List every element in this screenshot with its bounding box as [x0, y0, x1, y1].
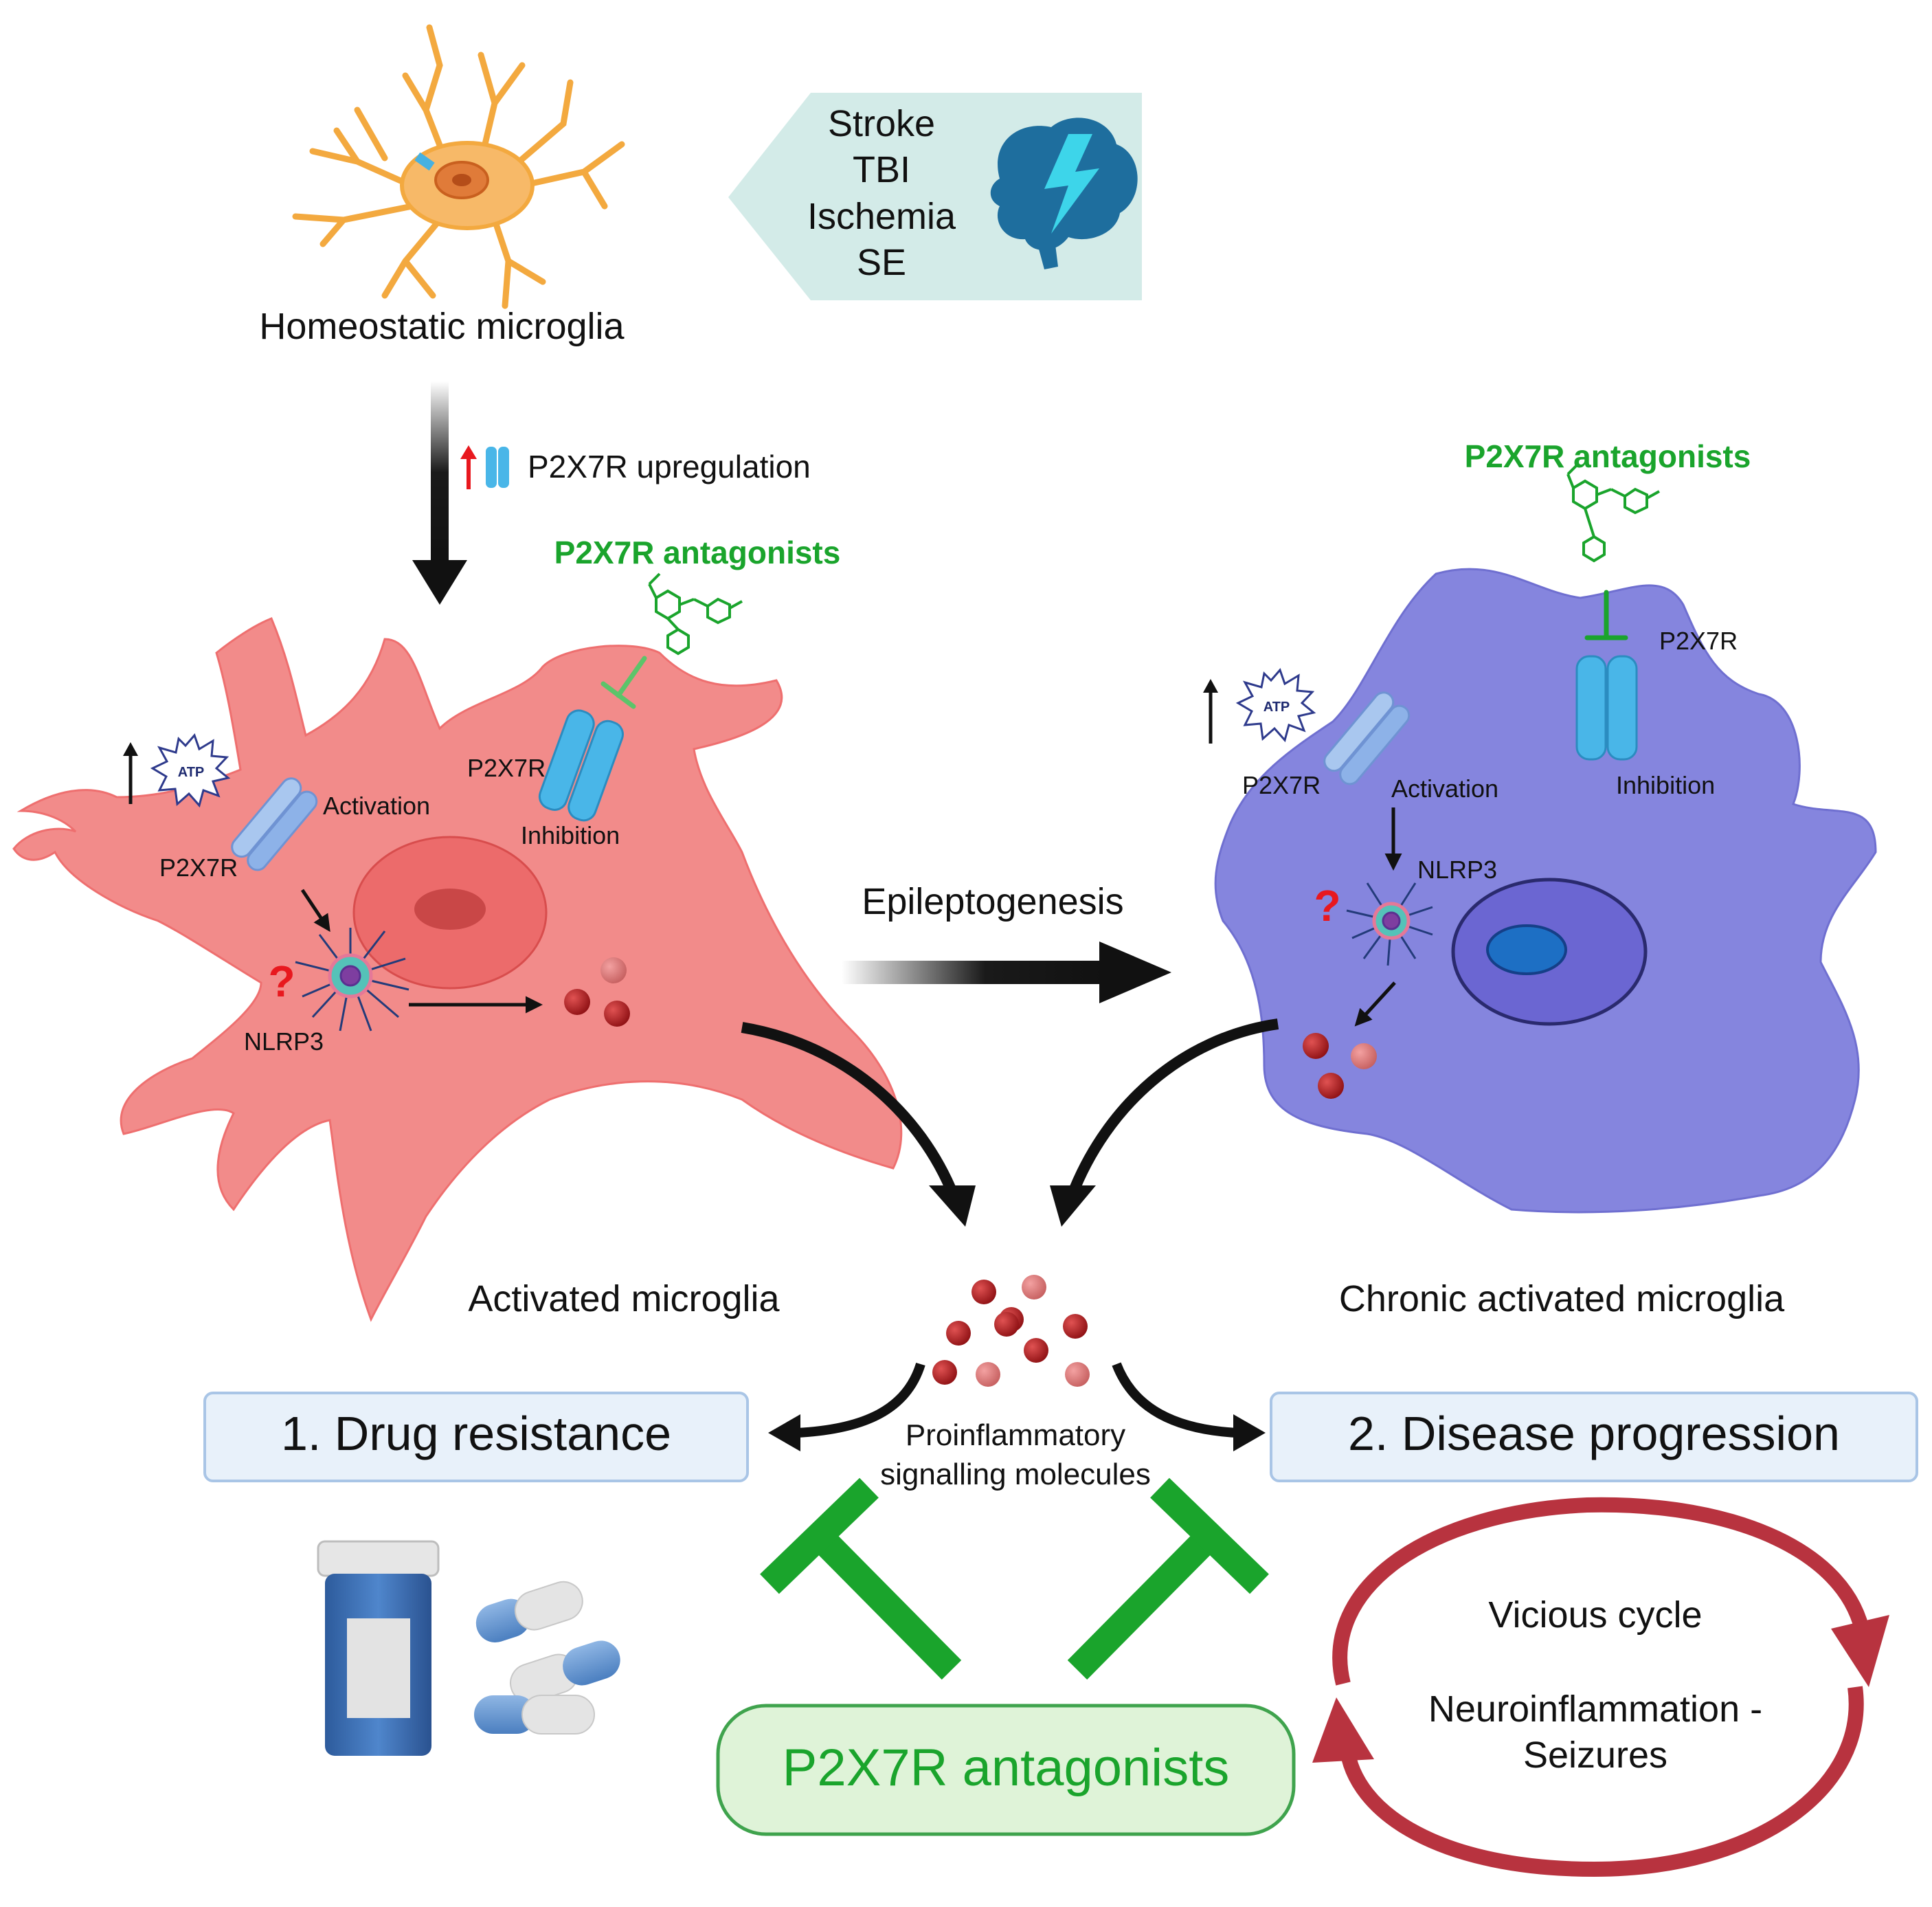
- up-arrow-icon: [123, 742, 138, 804]
- p2x7r-receptor-inhibited-icon: [538, 709, 624, 822]
- insult-ischemia: Ischemia: [807, 196, 956, 237]
- atp-label-right: ATP: [1263, 700, 1290, 715]
- capsule-icon: [474, 1581, 620, 1735]
- antagonist-molecule-icon-right: [1566, 462, 1660, 563]
- vicious-cycle-arrows: [1312, 1497, 1889, 1877]
- activated-antagonists-label: P2X7R antagonists: [554, 535, 841, 570]
- chronic-p2x7r-right-label: P2X7R: [1659, 627, 1738, 655]
- chronic-nlrp3-to-cytokines-arrow: [1354, 981, 1396, 1027]
- cycle-line2: Seizures: [1523, 1735, 1667, 1776]
- therapy-label: P2X7R antagonists: [783, 1739, 1230, 1797]
- atp-burst-icon: ATP: [150, 733, 231, 808]
- chronic-antagonists-label: P2X7R antagonists: [1465, 438, 1751, 474]
- disease-progression-label: 2. Disease progression: [1348, 1407, 1840, 1460]
- p2x7r-receptor-inhibited-icon-right: [1575, 655, 1638, 761]
- p2x7r-small-icon: [486, 447, 509, 488]
- inhibition-t-bar-right: [1067, 1477, 1269, 1680]
- red-up-arrow-icon: [460, 445, 477, 489]
- proinflammatory-molecules-cluster: [932, 1275, 1090, 1387]
- atp-label: ATP: [178, 765, 205, 780]
- nlrp3-inflammasome-icon-right: [1346, 882, 1433, 966]
- chronic-microglia-label: Chronic activated microglia: [1339, 1278, 1785, 1319]
- insult-panel: Stroke TBI Ischemia SE: [728, 93, 1142, 300]
- homeostatic-receptor-icon: [414, 152, 435, 171]
- activated-nucleolus: [414, 889, 486, 930]
- inhibition-bar-icon-right: [1584, 590, 1628, 640]
- atp-burst-icon-right: ATP: [1235, 668, 1316, 743]
- brain-lightning-icon: [990, 118, 1138, 269]
- insult-se: SE: [857, 242, 906, 283]
- activated-nlrp3-label: NLRP3: [244, 1027, 324, 1056]
- epileptogenesis-label: Epileptogenesis: [862, 881, 1123, 922]
- activated-p2x7r-left-label: P2X7R: [159, 854, 238, 882]
- insult-stroke: Stroke: [828, 103, 935, 144]
- up-arrow-icon-right: [1203, 679, 1218, 744]
- drug-resistance-box: 1. Drug resistance: [203, 1392, 749, 1482]
- question-mark-left: ?: [268, 957, 295, 1006]
- homeostatic-microglia: [292, 24, 625, 309]
- upregulation-arrow: [412, 381, 467, 605]
- upregulation-label: P2X7R upregulation: [528, 449, 811, 484]
- activated-cytokines: [564, 957, 630, 1027]
- chronic-nlrp3-label: NLRP3: [1417, 856, 1497, 884]
- homeostatic-label: Homeostatic microglia: [259, 306, 625, 347]
- inhibition-bar-icon: [600, 656, 647, 709]
- therapy-box: P2X7R antagonists: [716, 1704, 1296, 1836]
- activated-inhibition-label: Inhibition: [521, 821, 620, 849]
- chronic-inhibition-label: Inhibition: [1616, 771, 1715, 799]
- chronic-nucleolus: [1486, 924, 1567, 975]
- antagonist-molecule-icon: [648, 572, 743, 656]
- nlrp3-inflammasome-icon: [295, 928, 409, 1031]
- chronic-cytokines: [1303, 1033, 1377, 1099]
- arrow-to-drug-resistance: [768, 1362, 925, 1451]
- curved-arrow-left: [741, 1022, 976, 1227]
- curved-arrow-right: [1050, 1018, 1279, 1227]
- activated-microglia-label: Activated microglia: [468, 1278, 780, 1319]
- chronic-activation-label: Activation: [1391, 774, 1498, 803]
- disease-progression-box: 2. Disease progression: [1270, 1392, 1918, 1482]
- p2x7r-receptor-icon-right: [1323, 691, 1411, 785]
- activated-p2x7r-right-label: P2X7R: [467, 754, 546, 782]
- epileptogenesis-arrow: [842, 941, 1171, 1003]
- cycle-title: Vicious cycle: [1488, 1594, 1702, 1636]
- inhibition-t-bar-left: [760, 1477, 962, 1680]
- cycle-line1: Neuroinflammation -: [1428, 1688, 1762, 1730]
- pill-bottle-icon: [317, 1540, 440, 1756]
- question-mark-right: ?: [1314, 881, 1340, 930]
- chronic-p2x7r-left-label: P2X7R: [1242, 771, 1321, 799]
- arrow-to-disease-progression: [1112, 1362, 1266, 1451]
- activated-activation-label: Activation: [323, 792, 430, 820]
- drug-resistance-label: 1. Drug resistance: [281, 1407, 671, 1460]
- insult-tbi: TBI: [853, 149, 910, 190]
- molecules-label-line2: signalling molecules: [880, 1458, 1151, 1491]
- p2x7r-receptor-icon: [231, 777, 318, 871]
- activation-arrow: [300, 889, 330, 933]
- molecules-label-line1: Proinflammatory: [906, 1418, 1125, 1452]
